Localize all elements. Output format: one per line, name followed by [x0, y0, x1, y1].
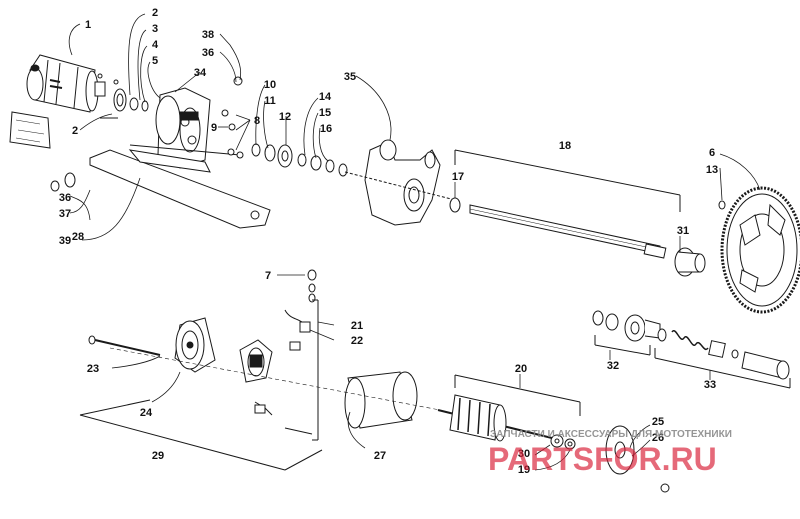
callout-16: 16: [320, 123, 332, 135]
callout-19: 19: [518, 464, 530, 476]
watermark-brand: PARTSFOR.RU: [488, 441, 717, 477]
callout-29: 29: [152, 450, 164, 462]
callout-26: 26: [652, 432, 664, 444]
callout-6: 6: [709, 147, 715, 159]
mounting-bracket: [89, 149, 271, 229]
callout-20: 20: [515, 363, 527, 375]
callout-5: 5: [152, 55, 158, 67]
callout-2: 2: [72, 125, 78, 137]
callout-18: 18: [559, 140, 571, 152]
callout-38: 38: [202, 29, 214, 41]
bracket-housing: [129, 87, 241, 169]
motor-housing: [344, 371, 418, 429]
ring-gear: [720, 186, 800, 314]
starter-motor: [26, 54, 106, 113]
callout-7: 7: [265, 270, 271, 282]
callout-22: 22: [351, 335, 363, 347]
callout-24: 24: [140, 407, 153, 419]
callout-8: 8: [254, 115, 260, 127]
callout-14: 14: [319, 91, 332, 103]
callout-36: 36: [202, 47, 214, 59]
callout-labels: 1234538363489101112141516352283637391817…: [59, 7, 718, 476]
gear-small-parts: [100, 79, 149, 119]
armature: [437, 394, 561, 442]
callout-36: 36: [59, 192, 71, 204]
callout-4: 4: [152, 39, 159, 51]
callout-13: 13: [706, 164, 718, 176]
callout-17: 17: [452, 171, 464, 183]
callout-15: 15: [319, 107, 331, 119]
callout-37: 37: [59, 208, 71, 220]
callout-21: 21: [351, 320, 363, 332]
decal-part: [9, 111, 51, 149]
callout-27: 27: [374, 450, 386, 462]
callout-28: 28: [72, 231, 84, 243]
callout-1: 1: [85, 19, 91, 31]
callout-23: 23: [87, 363, 99, 375]
callout-39: 39: [59, 235, 71, 247]
callout-31: 31: [677, 225, 689, 237]
gear-stack: [251, 143, 348, 177]
callout-30: 30: [518, 448, 530, 460]
callout-34: 34: [194, 67, 207, 79]
callout-35: 35: [344, 71, 356, 83]
callout-3: 3: [152, 23, 158, 35]
callout-12: 12: [279, 111, 291, 123]
callout-10: 10: [264, 79, 276, 91]
callout-32: 32: [607, 360, 619, 372]
callout-11: 11: [264, 95, 276, 107]
callout-2: 2: [152, 7, 158, 19]
end-cap: [174, 317, 216, 373]
callout-33: 33: [704, 379, 716, 391]
watermark: ЗАПЧАСТИ И АКСЕССУАРЫ ДЛЯ МОТОТЕХНИКИ PA…: [488, 429, 732, 477]
watermark-tagline: ЗАПЧАСТИ И АКСЕССУАРЫ ДЛЯ МОТОТЕХНИКИ: [490, 429, 732, 440]
callout-25: 25: [652, 416, 664, 428]
callout-9: 9: [211, 122, 217, 134]
